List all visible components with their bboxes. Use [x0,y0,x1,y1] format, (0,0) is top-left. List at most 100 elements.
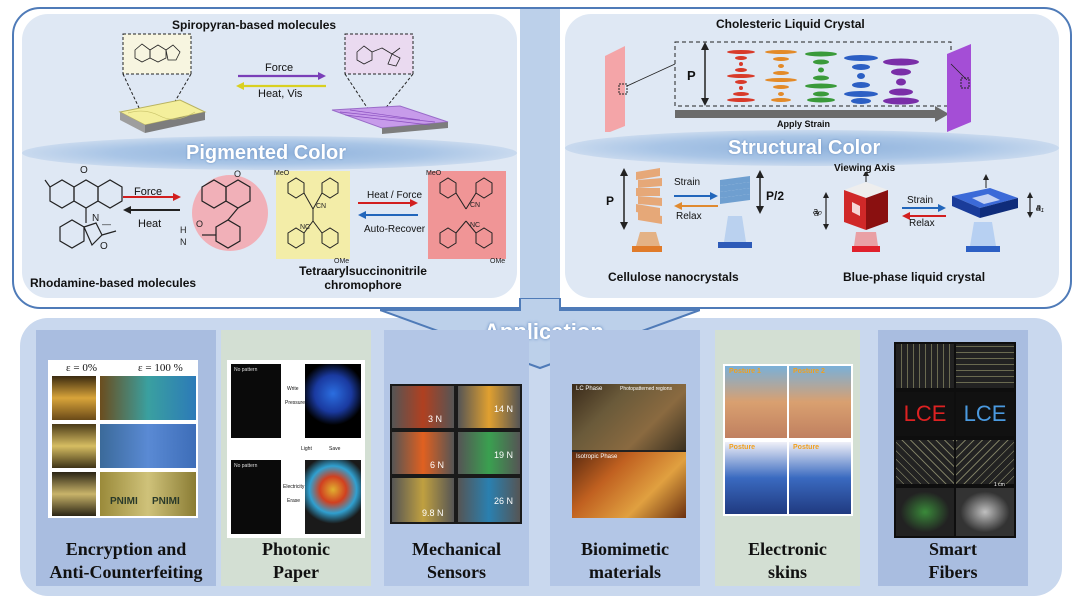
spiropyran-force-label: Force [265,62,294,74]
rhodamine-illustration: O N — O O N H O [44,165,268,252]
cnc-p2-label: P/2 [766,189,785,203]
svg-text:OMe: OMe [334,258,349,265]
eskin-photo: Posture 1 Posture 2 Posture Posture [723,364,853,516]
enc-cell-3 [52,424,96,468]
svg-text:O: O [100,241,108,252]
posture1-label: Posture 1 [729,368,761,375]
svg-text:MeO: MeO [426,170,442,177]
svg-text:H: H [180,225,187,235]
posture2-label: Posture 2 [793,368,825,375]
svg-text:OMe: OMe [490,258,505,265]
erase-label: Erase [287,498,301,504]
spiropyran-title: Spiropyran-based molecules [172,18,337,32]
svg-text:O: O [234,169,241,179]
cnc-caption: Cellulose nanocrystals [608,270,739,284]
sensor-cell-6 [458,478,520,522]
structural-color-title: Structural Color [728,137,881,159]
lc-phase-panel: LC Phase Photopatterned regions [572,384,686,450]
eskin-label-line2: skins [767,562,808,582]
light-label: Light [301,446,312,452]
sensor-cell-3 [392,432,454,474]
encryption-photo: ε = 0% ε = 100 % PNIMI PNIMI [48,360,198,518]
eps100-label: ε = 100 % [138,362,183,374]
card-encryption: ε = 0% ε = 100 % PNIMI PNIMI Encryption … [36,330,216,586]
biomimetic-label-line1: Biomimetic [581,539,669,559]
svg-text:CN: CN [316,203,326,210]
svg-text:NC: NC [300,224,310,231]
bp-a0-label: a₀ [813,206,822,216]
enc-cell-5 [52,472,96,516]
blue-disc-stack [844,55,878,104]
isotropic-label: Isotropic Phase [576,454,618,460]
electricity-label: Electricity [283,484,305,490]
force-6n: 6 N [430,460,445,470]
no-pattern-bottom: No pattern [234,463,258,469]
purple-disc-stack [883,58,919,105]
enc-cell-4 [100,424,196,468]
cnc-p-label: P [606,194,615,208]
eps0-label: ε = 0% [66,362,97,374]
fiber-scale: 1 cm [994,482,1005,488]
fiber-grid-4 [956,440,1014,484]
save-label: Save [329,446,341,452]
structural-color-band [565,130,1059,166]
fibers-label: Smart Fibers [878,538,1028,584]
encryption-label-line2: Anti-Counterfeiting [49,562,203,582]
sensor-cell-1 [392,386,454,428]
viewing-axis-label: Viewing Axis [834,163,896,174]
posture4-label: Posture [793,444,820,451]
blue-tree-panel [305,364,361,438]
sensor-cell-2 [458,386,520,428]
fibers-label-line1: Smart [929,539,977,559]
biomimetic-label: Biomimetic materials [550,538,700,584]
svg-text:a: a [1036,202,1041,212]
svg-text:NC: NC [470,222,480,229]
photonic-label: Photonic Paper [221,538,371,584]
posture3-panel: Posture [725,442,787,514]
tas-caption: Tetraarylsuccinonitrile chromophore [288,264,438,292]
lc-phase-label: LC Phase [576,386,603,392]
svg-text:a: a [814,208,819,218]
fibers-photo: LCE LCE 1 cm [894,342,1016,538]
clc-pitch-label: P [687,68,696,83]
photopatterned-label-top: Photopatterned regions [620,386,672,392]
fiber-grid-2 [956,344,1014,388]
tas-caption-line2: chromophore [324,278,402,292]
colored-tree-panel [305,460,361,534]
spiropyran-heat-vis-label: Heat, Vis [258,88,303,100]
photonic-label-line2: Paper [273,562,319,582]
svg-text:MeO: MeO [274,170,290,177]
card-smart-fibers: LCE LCE 1 cm Smart Fibers [878,330,1028,586]
mechanical-label: Mechanical Sensors [384,538,529,584]
svg-text:CN: CN [470,202,480,209]
force-19n: 19 N [494,450,514,460]
enc-cell-2 [100,376,196,420]
rhodamine-heat-label: Heat [138,218,162,230]
fiber-letters-2: LCE [956,392,1014,436]
green-disc-stack [805,51,837,103]
fiber-grid-3 [896,440,954,484]
svg-text:O: O [196,219,203,229]
bp-caption: Blue-phase liquid crystal [843,270,986,284]
cnc-relax-label: Relax [676,211,702,222]
mechanical-label-line1: Mechanical [412,539,501,559]
enc-text-1: PNIMI [110,496,138,507]
bp-a1-label: a₁ [1036,203,1044,213]
svg-text:—: — [102,219,111,229]
no-pattern-bottom-panel: No pattern [231,460,281,534]
fibers-label-line2: Fibers [928,562,978,582]
posture4-panel: Posture [789,442,851,514]
sensor-cell-5 [392,478,454,522]
blue-phase-illustration: a a [814,172,1041,252]
eskin-label: Electronic skins [715,538,860,584]
isotropic-panel: Isotropic Phase [572,452,686,518]
photonic-label-line1: Photonic [261,539,330,559]
enc-text-2: PNIMI [152,496,180,507]
bp-strain-label: Strain [907,195,934,206]
force-26n: 26 N [494,496,514,506]
fiber-letters-1: LCE [896,392,954,436]
card-photonic-paper: No pattern No pattern Write Pressure Era… [221,330,371,586]
svg-text:N: N [180,237,187,247]
posture1-panel: Posture 1 [725,366,787,438]
enc-cell-1 [52,376,96,420]
